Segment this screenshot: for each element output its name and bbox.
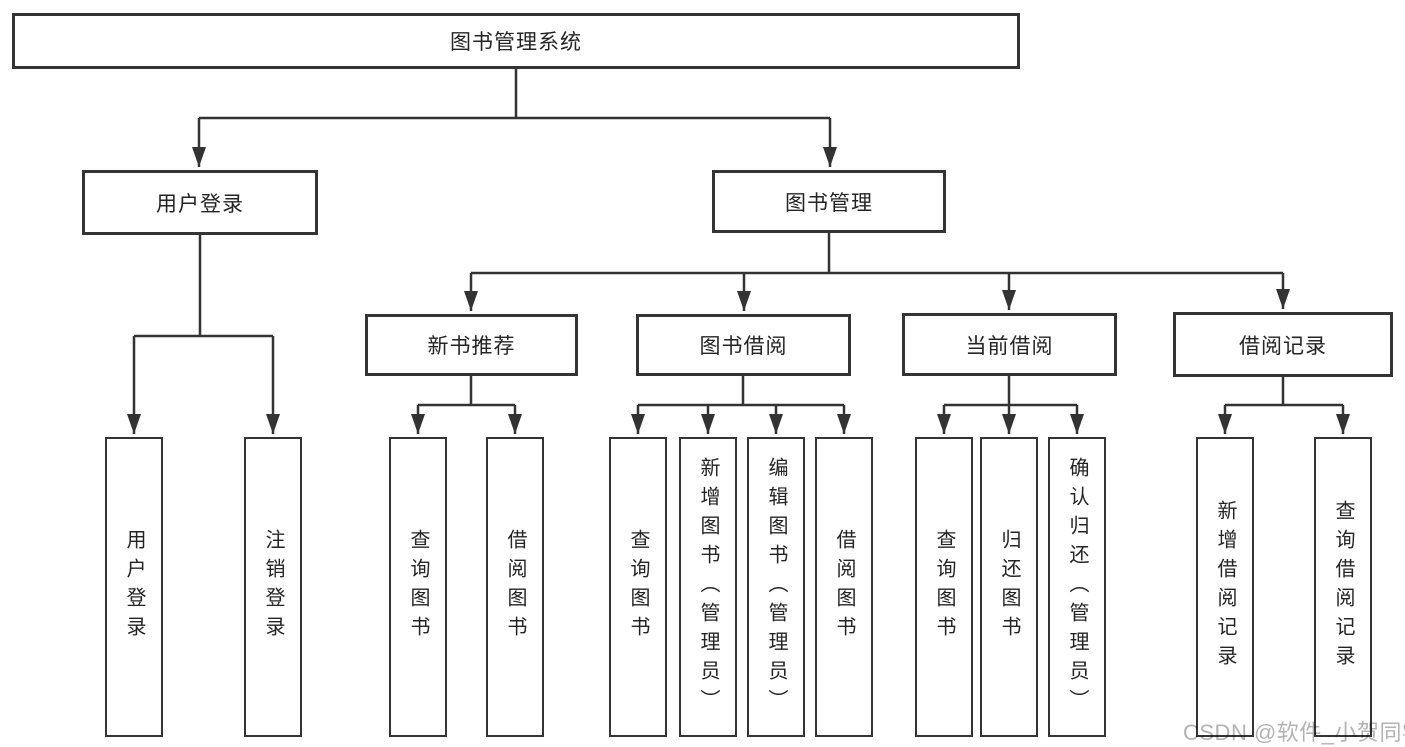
leaf-query-borrow-record: 查询借阅记录 xyxy=(1314,437,1372,737)
leaf-label: 用户登录 xyxy=(123,529,145,645)
node-current-borrow: 当前借阅 xyxy=(902,313,1117,376)
node-borrow-records: 借阅记录 xyxy=(1173,312,1393,377)
leaf-borrow-books-2: 借阅图书 xyxy=(815,437,873,737)
leaf-query-books-2: 查询图书 xyxy=(609,437,667,737)
node-book-borrow: 图书借阅 xyxy=(636,314,851,376)
leaf-label: 查询图书 xyxy=(933,529,955,645)
leaf-label: 借阅图书 xyxy=(833,529,855,645)
leaf-logout: 注销登录 xyxy=(244,437,302,737)
leaf-label: 归还图书 xyxy=(998,529,1020,645)
leaf-label: 查询图书 xyxy=(627,529,649,645)
leaf-query-books-1: 查询图书 xyxy=(389,437,447,737)
leaf-return-books: 归还图书 xyxy=(980,437,1038,737)
leaf-query-books-3: 查询图书 xyxy=(915,437,973,737)
leaf-edit-books-admin: 编辑图书（管理员） xyxy=(747,437,805,737)
leaf-label: 借阅图书 xyxy=(504,529,526,645)
leaf-label: 新增借阅记录 xyxy=(1214,500,1236,674)
leaf-add-books-admin: 新增图书（管理员） xyxy=(679,437,737,737)
leaf-label: 新增图书（管理员） xyxy=(697,456,719,718)
leaf-borrow-books-1: 借阅图书 xyxy=(486,437,544,737)
node-new-book-recommend: 新书推荐 xyxy=(365,314,578,376)
node-book-management: 图书管理 xyxy=(712,170,946,233)
node-library-system: 图书管理系统 xyxy=(12,13,1020,69)
leaf-label: 注销登录 xyxy=(262,529,284,645)
csdn-watermark: CSDN @软件_小贺同学 xyxy=(1183,720,1405,745)
leaf-add-borrow-record: 新增借阅记录 xyxy=(1196,437,1254,737)
leaf-label: 编辑图书（管理员） xyxy=(765,456,787,718)
node-user-login: 用户登录 xyxy=(82,170,318,235)
leaf-label: 确认归还（管理员） xyxy=(1066,456,1088,718)
leaf-user-login: 用户登录 xyxy=(105,437,163,737)
leaf-label: 查询图书 xyxy=(407,529,429,645)
leaf-label: 查询借阅记录 xyxy=(1332,500,1354,674)
leaf-confirm-return-admin: 确认归还（管理员） xyxy=(1048,437,1106,737)
